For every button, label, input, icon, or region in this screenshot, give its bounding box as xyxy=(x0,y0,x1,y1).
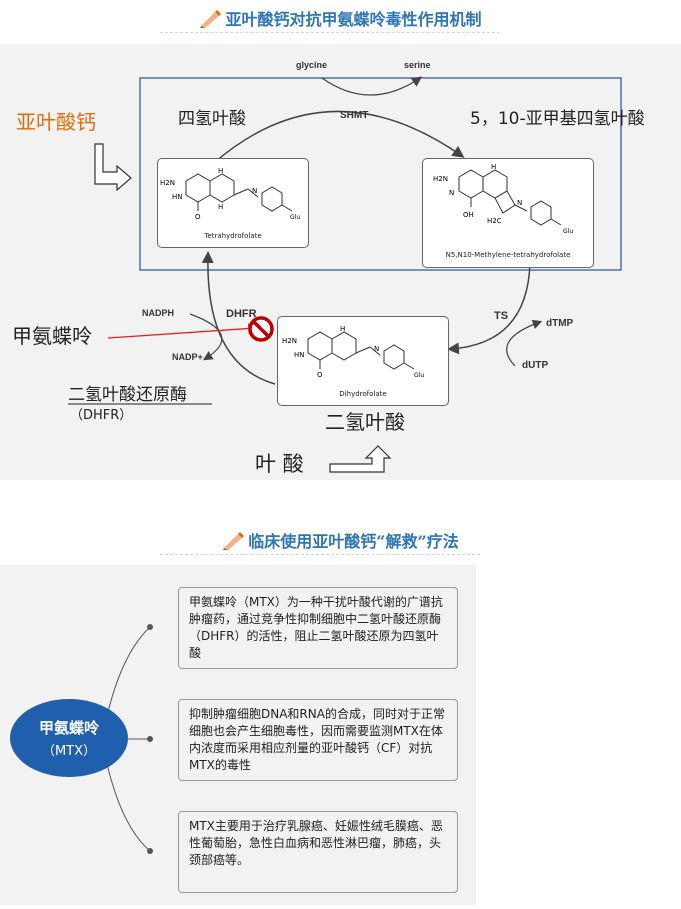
glycine-label: glycine xyxy=(296,60,328,70)
info-box-mechanism: 甲氨蝶呤（MTX）为一种干扰叶酸代谢的广谱抗肿瘤药，通过竞争性抑制细胞中二氢叶酸… xyxy=(178,587,458,669)
leucovorin-label: 亚叶酸钙 xyxy=(16,110,96,134)
mtx-node: 甲氨蝶呤 （MTX） xyxy=(10,699,128,777)
mechanism-panel: 亚叶酸钙 四氢叶酸 5，10-亚甲基四氢叶酸 glycine serine SH… xyxy=(0,44,681,480)
info-box-toxicity: 抑制肿瘤细胞DNA和RNA的合成，同时对于正常细胞也会产生细胞毒性，因而需要监测… xyxy=(178,699,458,781)
info-box-indications: MTX主要用于治疗乳腺癌、妊娠性绒毛膜癌、恶性葡萄胎，急性白血病和恶性淋巴瘤，肺… xyxy=(178,811,458,893)
blue-frame xyxy=(139,77,622,271)
dhf-h2n: H2N xyxy=(282,337,297,345)
dhfr-enzyme-label: DHFR xyxy=(226,308,257,320)
thf-h-2: H xyxy=(218,203,223,211)
methylene-thf-glu: Glu xyxy=(563,228,573,235)
mechanism-lines xyxy=(68,76,622,473)
dhf-molecule: H2N HN H N O Glu xyxy=(282,325,424,379)
methylene-thf-h2n: H2N xyxy=(433,175,448,183)
section2-heading: 临床使用亚叶酸钙“解救”疗法 xyxy=(0,528,681,552)
section2-title: 临床使用亚叶酸钙“解救”疗法 xyxy=(248,532,459,551)
ts-label: TS xyxy=(494,310,509,322)
thf-molecule: H2N HN H H N O Glu xyxy=(160,167,300,221)
mtx-label: 甲氨蝶呤 xyxy=(12,324,92,348)
dhf-hn: HN xyxy=(294,351,305,359)
dhfr-abbr-label: （DHFR） xyxy=(70,408,133,423)
pencil-icon xyxy=(200,10,222,28)
thf-n-1: N xyxy=(252,187,257,195)
thf-caption: Tetrahydrofolate xyxy=(204,232,262,240)
methylene-thf-molecule: H2N N H OH H2C N Glu xyxy=(433,163,573,235)
methylene-thf-oh: OH xyxy=(463,211,474,219)
methylene-thf-n-2: N xyxy=(517,199,522,207)
thf-glu: Glu xyxy=(290,214,300,221)
dhf-n-1: N xyxy=(374,345,379,353)
dhf-glu: Glu xyxy=(414,372,424,379)
rescue-therapy-panel: 甲氨蝶呤 （MTX） 甲氨蝶呤（MTX）为一种干扰叶酸代谢的广谱抗肿瘤药，通过竞… xyxy=(0,565,476,905)
section1-title: 亚叶酸钙对抗甲氨蝶呤毒性作用机制 xyxy=(225,10,482,29)
inhibit-icon xyxy=(248,316,274,342)
serine-label: serine xyxy=(404,60,431,70)
methylene-thf-structure: H2N N H OH H2C N Glu N5,N10-Methylene-te… xyxy=(422,158,594,268)
dhf-label: 二氢叶酸 xyxy=(325,410,405,434)
thf-o: O xyxy=(195,213,201,221)
dhf-o: O xyxy=(317,371,323,379)
section1-heading: 亚叶酸钙对抗甲氨蝶呤毒性作用机制 xyxy=(0,6,681,30)
mtx-node-sub: （MTX） xyxy=(41,744,97,759)
dhf-h: H xyxy=(340,325,345,333)
methylene-thf-h: H xyxy=(491,163,496,171)
pencil-icon xyxy=(223,532,245,550)
dhf-caption: Dihydrofolate xyxy=(339,390,387,398)
thf-h-1: H xyxy=(218,167,223,175)
dhfr-cn-label: 二氢叶酸还原酶 xyxy=(68,385,187,405)
thf-structure: H2N HN H H N O Glu Tetrahydrofolate xyxy=(157,158,309,248)
methylene-thf-n-1: N xyxy=(449,189,454,197)
thf-hn: HN xyxy=(172,193,183,201)
shmt-label: SHMT xyxy=(340,110,369,121)
nadp-label: NADP+ xyxy=(172,352,203,362)
folic-acid-label: 叶 酸 xyxy=(255,452,304,476)
mtx-node-title: 甲氨蝶呤 xyxy=(38,719,99,737)
methylene-thf-caption: N5,N10-Methylene-tetrahydrofolate xyxy=(445,251,571,259)
dutp-label: dUTP xyxy=(522,360,549,371)
thf-label: 四氢叶酸 xyxy=(178,109,246,129)
thf-h2n: H2N xyxy=(160,179,175,187)
nadph-label: NADPH xyxy=(142,308,175,318)
dhf-structure: H2N HN H N O Glu Dihydrofolate xyxy=(277,316,449,406)
dtmp-label: dTMP xyxy=(546,318,574,329)
title-divider-2 xyxy=(160,554,480,555)
methylene-thf-h2c: H2C xyxy=(487,217,502,225)
methylene-thf-label: 5，10-亚甲基四氢叶酸 xyxy=(470,109,645,129)
title-divider xyxy=(160,32,500,33)
